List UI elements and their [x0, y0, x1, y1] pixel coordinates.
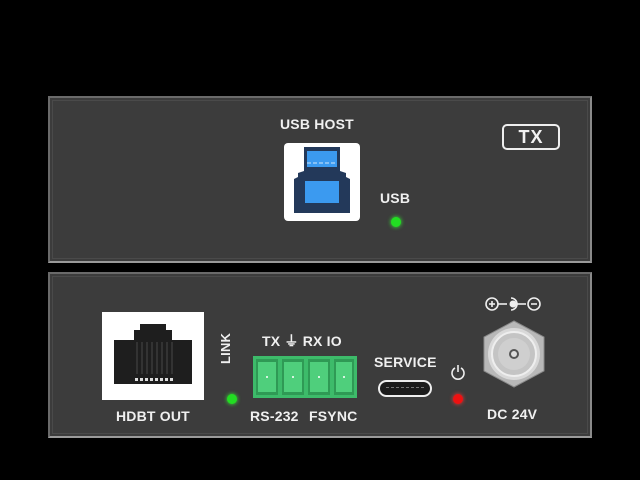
link-label: LINK [218, 332, 233, 364]
dc-24v-label: DC 24V [487, 406, 538, 422]
polarity-icon [485, 297, 541, 311]
service-usbc-port[interactable] [378, 380, 432, 397]
hdbt-out-label: HDBT OUT [116, 408, 190, 424]
ground-icon: ⏚ [284, 333, 299, 349]
rj45-port-icon [114, 324, 192, 384]
terminal-top-labels: TX ⏚ RX IO [262, 331, 342, 351]
link-status-led [227, 394, 237, 404]
rx-label: RX [302, 333, 323, 349]
usb-status-led [391, 217, 401, 227]
usb-led-label: USB [380, 190, 411, 206]
dc-power-jack[interactable] [482, 319, 546, 389]
service-label: SERVICE [374, 354, 437, 370]
io-label: IO [326, 333, 342, 349]
power-icon [451, 365, 465, 380]
usb-host-port[interactable] [284, 143, 360, 221]
terminal-block-icon [253, 356, 357, 398]
power-led [453, 394, 463, 404]
usb-host-label: USB HOST [280, 116, 354, 132]
rs232-label: RS-232 [250, 408, 299, 424]
usb-b-icon [294, 147, 350, 213]
terminal-block[interactable] [253, 356, 357, 398]
tx-badge: TX [502, 124, 560, 150]
bottom-panel: HDBT OUT LINK TX ⏚ RX IO RS-232 FSYNC SE… [48, 272, 592, 438]
fsync-label: FSYNC [309, 408, 358, 424]
tx-label: TX [262, 333, 281, 349]
hdbt-out-port[interactable] [102, 312, 204, 400]
top-panel: USB HOST USB TX [48, 96, 592, 263]
